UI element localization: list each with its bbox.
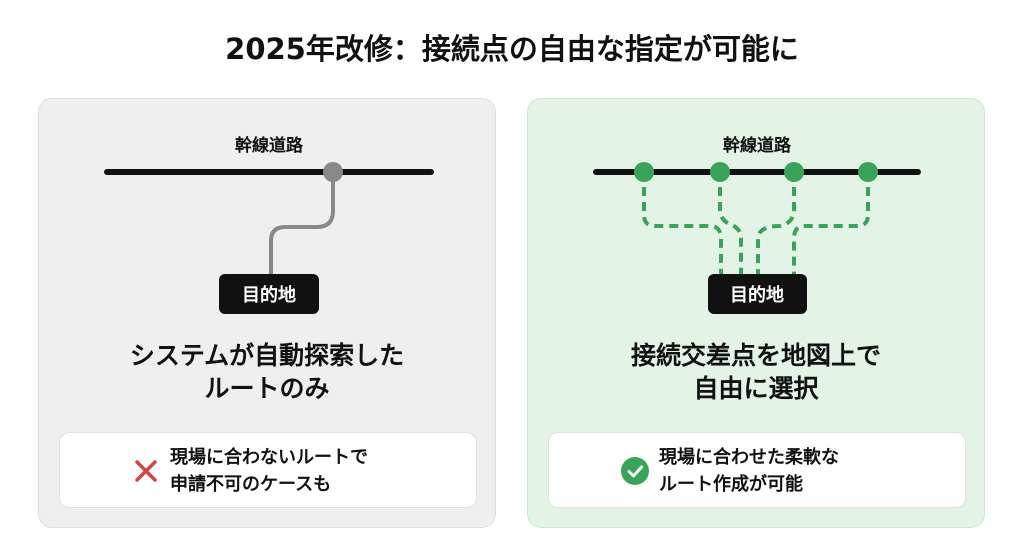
destination-box bbox=[219, 274, 319, 314]
before-note: 現場に合わないルートで 申請不可のケースも bbox=[59, 432, 477, 508]
candidate-route-2 bbox=[718, 172, 743, 275]
before-panel: 幹線道路 目的地 システムが自動探索した ルートのみ 現場に合わないルートで 申… bbox=[38, 98, 496, 528]
destination-label: 目的地 bbox=[242, 284, 296, 306]
before-route-diagram: 幹線道路 目的地 bbox=[104, 135, 434, 314]
after-heading: 接続交差点を地図上で 自由に選択 bbox=[528, 339, 984, 405]
candidate-route-1 bbox=[642, 172, 723, 275]
check-circle-icon bbox=[621, 457, 649, 485]
heading-line: システムが自動探索した bbox=[129, 341, 405, 370]
note-line: 申請不可のケースも bbox=[170, 474, 332, 495]
connection-node bbox=[858, 162, 878, 182]
connection-node bbox=[634, 162, 654, 182]
note-line: 現場に合わないルートで bbox=[170, 447, 368, 468]
connection-node bbox=[784, 162, 804, 182]
heading-line: ルートのみ bbox=[204, 374, 330, 403]
after-route-diagram: 幹線道路 目的地 bbox=[593, 135, 921, 314]
auto-route bbox=[269, 172, 335, 275]
candidate-route-3 bbox=[756, 172, 796, 275]
connection-node bbox=[710, 162, 730, 182]
destination-box bbox=[708, 274, 807, 314]
before-heading: システムが自動探索した ルートのみ bbox=[39, 339, 495, 405]
note-line: 現場に合わせた柔軟な bbox=[659, 447, 839, 468]
connection-node bbox=[323, 162, 343, 182]
after-note: 現場に合わせた柔軟な ルート作成が可能 bbox=[548, 432, 966, 508]
destination-label: 目的地 bbox=[730, 284, 784, 306]
after-panel: 幹線道路 目的地 接続交差点を地図上で 自由に選択 現場に合わせた柔軟な ルート… bbox=[527, 98, 985, 528]
candidate-route-4 bbox=[792, 172, 870, 275]
heading-line: 自由に選択 bbox=[693, 374, 819, 403]
road-label: 幹線道路 bbox=[723, 135, 792, 156]
heading-line: 接続交差点を地図上で bbox=[630, 341, 881, 370]
cross-icon bbox=[135, 460, 157, 482]
road-label: 幹線道路 bbox=[235, 135, 304, 156]
page-title: 2025年改修：接続点の自由な指定が可能に bbox=[225, 32, 799, 66]
note-line: ルート作成が可能 bbox=[659, 474, 803, 495]
